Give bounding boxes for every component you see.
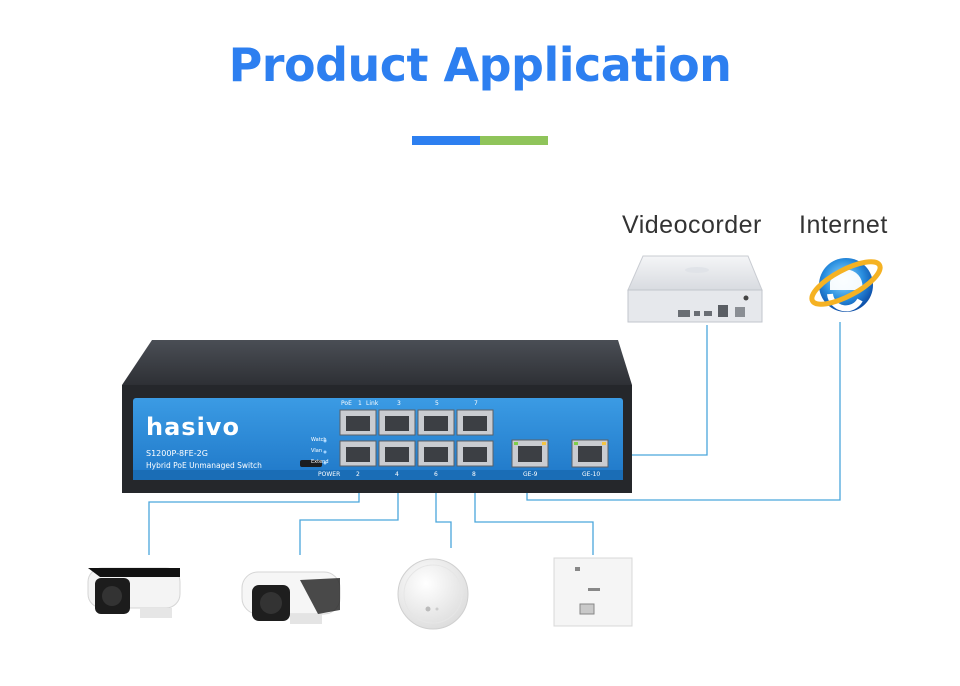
title-underline-green (480, 136, 548, 145)
bullet-camera-icon (241, 571, 341, 624)
port-label-3: 3 (397, 400, 401, 407)
wall-ap-icon (553, 557, 633, 627)
link-ge10-nvr (604, 325, 708, 456)
port-label-7: 7 (474, 400, 478, 407)
port-label-4: 4 (395, 471, 399, 478)
link-port6-ap (435, 470, 452, 548)
port-label-poe: PoE (341, 400, 352, 407)
mode-label-vlan: Vlan (311, 448, 323, 454)
switch-model: S1200P-8FE-2G (146, 449, 208, 458)
poe-switch (122, 340, 632, 493)
port-label-8: 8 (472, 471, 476, 478)
port-label-link: Link (366, 400, 379, 407)
bullet-camera-icon (87, 567, 181, 618)
power-label: POWER (318, 471, 341, 478)
link-port4-camera2 (299, 470, 399, 555)
port-label-5: 5 (435, 400, 439, 407)
switch-brand: hasivo (146, 413, 240, 441)
port-label-2: 2 (356, 471, 360, 478)
mode-label-watch: Watch (311, 437, 327, 443)
title-underline-blue (412, 136, 480, 145)
videocorder-label: Videocorder (622, 211, 762, 239)
gigabit-ports (511, 439, 609, 468)
internet-explorer-icon (809, 258, 883, 312)
port-label-ge9: GE-9 (523, 471, 538, 478)
port-label-1: 1 (358, 400, 362, 407)
page-title: Product Application (228, 38, 732, 92)
mode-label-extend: Extend (311, 459, 329, 465)
ceiling-ap-icon (397, 558, 469, 630)
link-port8-wall-ap (474, 470, 594, 555)
internet-label: Internet (799, 211, 888, 239)
port-label-ge10: GE-10 (582, 471, 601, 478)
port-label-6: 6 (434, 471, 438, 478)
switch-description: Hybrid PoE Unmanaged Switch (146, 461, 262, 470)
nvr-icon (627, 255, 763, 323)
